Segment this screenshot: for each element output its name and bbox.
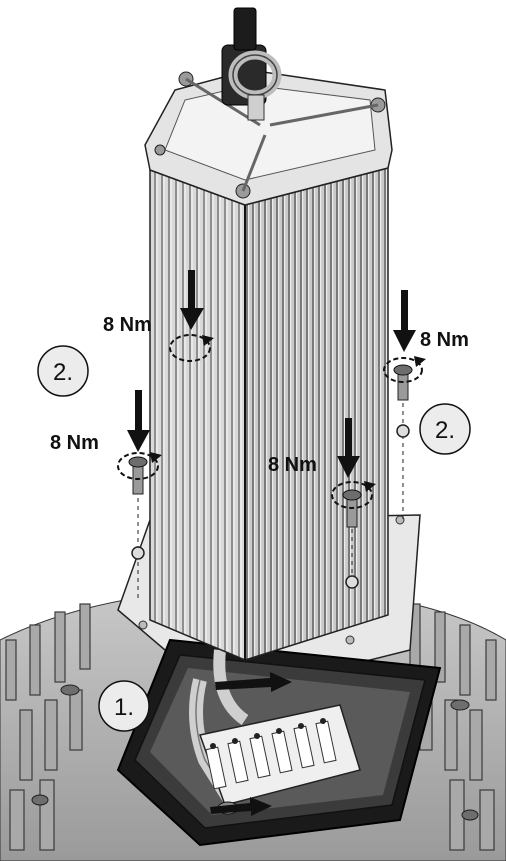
torque-label-left: 8 Nm (50, 432, 99, 454)
step-badge-right: 2. (419, 403, 471, 455)
junction-box (116, 638, 442, 847)
step-badge-right-label: 2. (435, 417, 455, 444)
torque-label-center: 8 Nm (268, 454, 317, 476)
alignment-lines (137, 395, 404, 600)
screw-right (393, 364, 413, 438)
step-badge-left-label: 2. (53, 359, 73, 386)
slide-arrow-icon (210, 672, 292, 816)
step-badge-bottom: 1. (98, 680, 150, 732)
eye-bolt (221, 7, 282, 121)
washer-icon (131, 546, 145, 560)
washer-icon (396, 424, 410, 438)
washer-icon (345, 575, 359, 589)
screw-center (342, 489, 362, 589)
torque-label-top-left: 8 Nm (103, 314, 152, 336)
rotation-arrow-icon (150, 335, 426, 492)
torque-label-top-right: 8 Nm (420, 329, 469, 351)
rotation-indicators (117, 334, 423, 509)
top-cap (144, 69, 393, 206)
down-arrow-icon (127, 270, 416, 478)
step-badge-left: 2. (37, 345, 89, 397)
step-badge-bottom-label: 1. (114, 694, 134, 721)
